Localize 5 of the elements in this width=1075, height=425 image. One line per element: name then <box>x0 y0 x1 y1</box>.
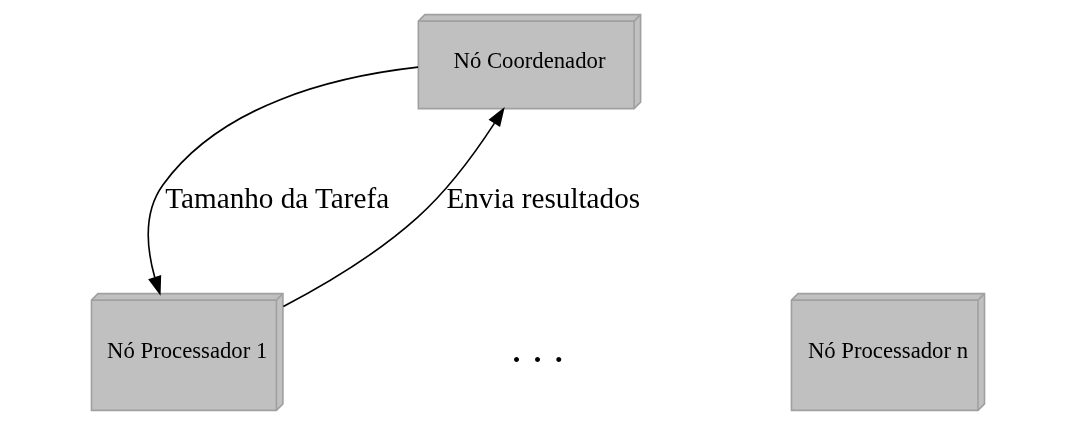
edge-label: Tamanho da Tarefa <box>164 182 389 215</box>
arrow <box>147 66 419 296</box>
arrow <box>282 106 505 308</box>
edge-label: Envia resultados <box>445 182 640 215</box>
label: . . . <box>510 324 564 372</box>
